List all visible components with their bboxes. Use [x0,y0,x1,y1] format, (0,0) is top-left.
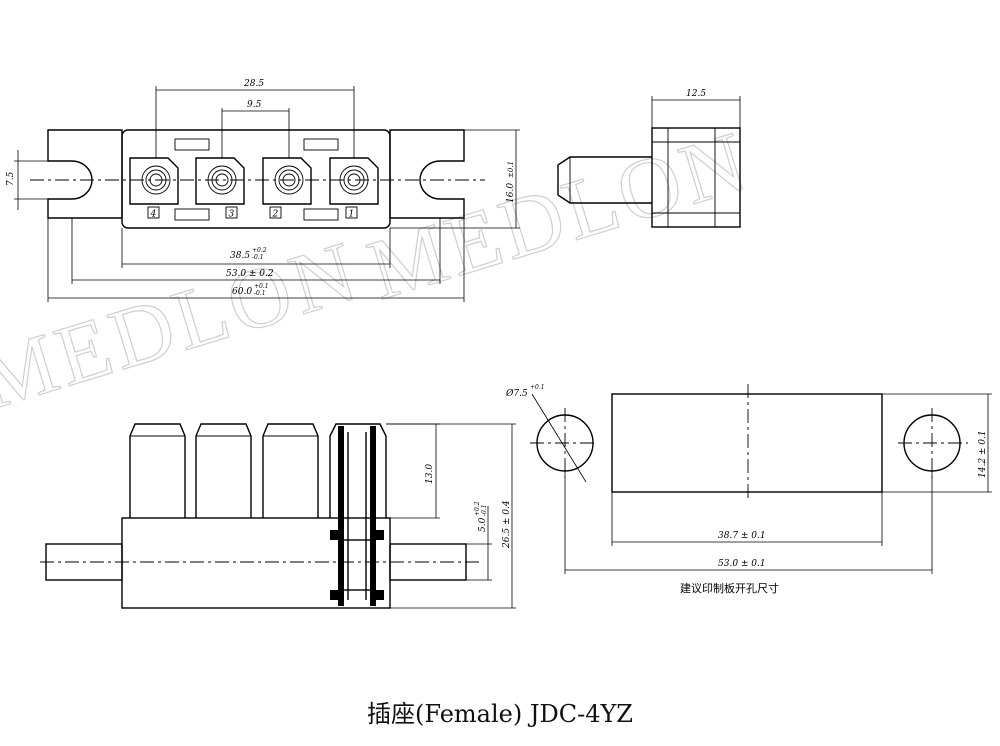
dim-38-7: 38.7 ± 0.1 [718,531,766,541]
side-pin [557,156,652,204]
pcb-cutout-view: Ø7.5 +0.1 38.7 ± 0.1 53.0 ± 0.1 14.2 ± 0… [505,384,992,595]
dim-14-2: 14.2 ± 0.1 [978,430,988,478]
dim-60-0-tol-lower: -0.1 [254,290,266,297]
bottom-pin-section [329,423,387,606]
contact-2 [262,157,312,205]
dim-26-5: 26.5 ± 0.4 [502,500,512,549]
bottom-slot-right [303,208,339,221]
drawing-title: 插座(Female) JDC-4YZ [367,700,633,728]
contact-1 [329,157,379,205]
front-flange-outline-right [389,129,465,219]
dim-9-5: 9.5 [247,100,262,110]
dim-hole: Ø7.5 [505,388,528,399]
front-flange-outline [47,129,123,219]
pin-label-1: 1 [349,210,355,220]
dim-38-5-tol-lower: -0.1 [252,254,264,261]
bottom-pin-3 [262,423,319,518]
dim-5-0-tol-lower: -0.1 [481,504,488,516]
side-body [651,127,741,228]
pin-label-2: 2 [272,210,279,220]
watermark-left: MEDLON [0,222,370,428]
dim-53-0: 53.0 ± 0.2 [226,269,274,279]
pin-label-3: 3 [229,210,235,220]
top-slot-left [174,138,210,151]
dim-13-0: 13.0 [425,464,435,484]
bottom-view: 13.0 5.0 +0.2 -0.1 26.5 ± 0.4 [40,423,516,609]
watermark-right: MEDLON [357,112,760,318]
bottom-slot-left [174,208,210,221]
pcb-cutout-note: 建议印制板开孔尺寸 [680,581,779,595]
pin-label-4: 4 [150,210,157,220]
dim-38-5-tol-upper: +0.2 [252,247,267,254]
contact-3 [195,157,245,205]
dim-12-5: 12.5 [686,89,706,99]
dim-hole-tol: +0.1 [530,384,545,391]
bottom-pin-1 [129,423,186,518]
dim-16-0-tol: ±0.1 [507,161,515,178]
dim-60-0-tol-upper: +0.1 [254,283,269,290]
dim-16-0: 16.0 [506,183,516,203]
contact-4 [129,157,179,205]
dim-60-0: 60.0 [232,287,252,297]
dim-5-0-tol-upper: +0.2 [474,501,481,516]
dim-53-0-pcb: 53.0 ± 0.1 [718,559,766,569]
bottom-pin-2 [195,423,252,518]
pcb-cutout-rect [611,393,883,493]
front-housing [121,129,391,229]
dim-7-5: 7.5 [6,171,16,186]
top-slot-right [303,138,339,151]
dim-28-5: 28.5 [243,79,264,89]
side-view: 12.5 [557,89,741,228]
dim-5-0: 5.0 [478,517,488,532]
front-view: 4 3 2 1 28.5 9.5 7.5 16.0 ±0.1 38.5 +0.2 [6,79,520,302]
dim-38-5: 38.5 [230,251,250,261]
bottom-base [121,517,391,609]
